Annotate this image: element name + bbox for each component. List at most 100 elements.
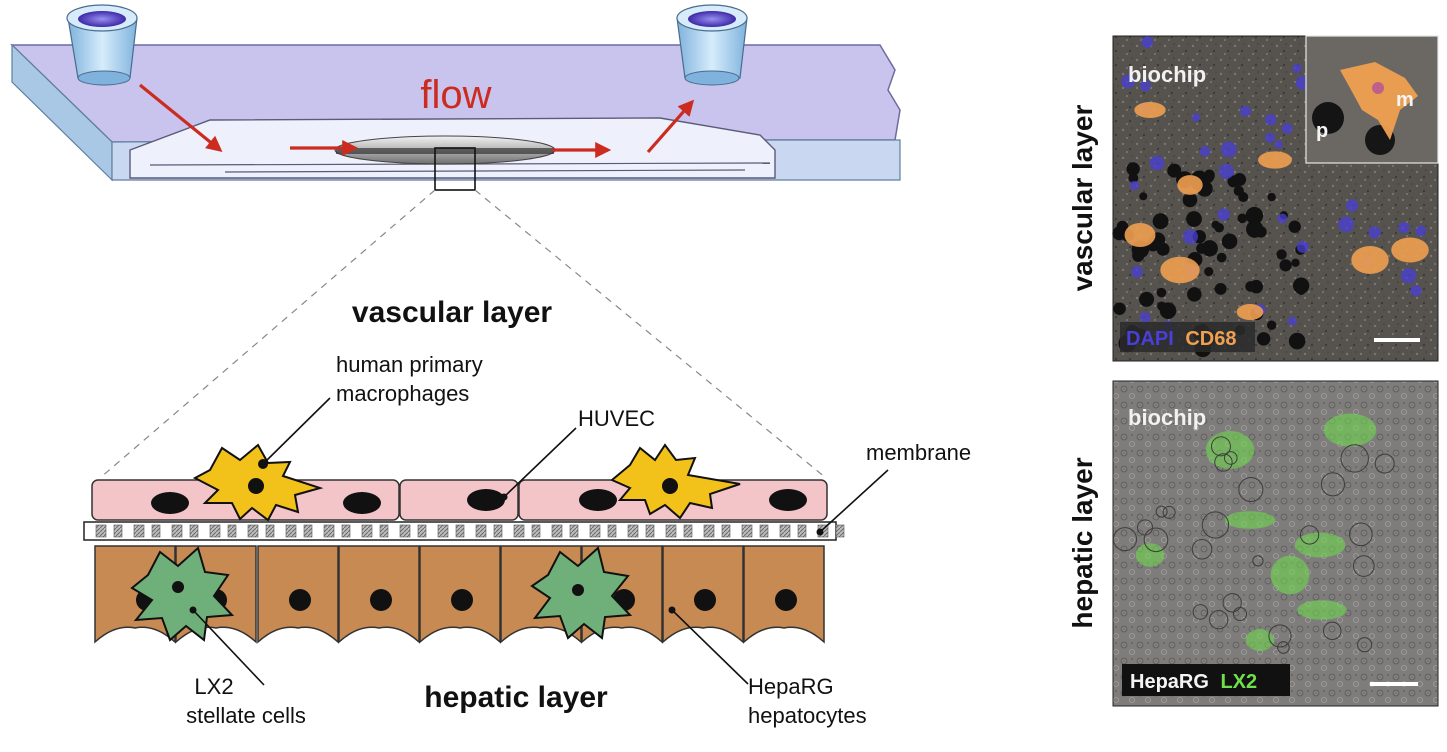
membrane-pore [341,524,351,538]
stain-cd68: CD68 [1185,328,1236,350]
pore-spot [1291,258,1300,267]
dapi-nucleus [1281,123,1293,134]
membrane-strip [83,521,845,541]
vascular-micrograph: m p biochip DAPI CD68 [1112,35,1439,362]
pore-spot [1152,213,1169,230]
membrane-pore [209,524,221,538]
dapi-nucleus [1191,113,1201,122]
cell-outline [1222,593,1242,613]
pore-spot [1279,259,1292,272]
membrane-pore [779,524,791,538]
cell-outline [1201,511,1230,539]
outlet-reservoir [676,4,748,86]
hepatocyte-nucleus [289,589,311,611]
stain-dapi: DAPI [1126,328,1174,350]
hepatocyte-nucleus [775,589,797,611]
lx2-stain [1135,543,1165,567]
hepatic-stain-legend-bg [1122,664,1290,696]
cell-outline [1223,451,1238,465]
membrane-pore [607,524,617,538]
pore-spot [1132,249,1145,262]
lx2-stain [1294,532,1346,558]
vascular-cell-spots [1112,36,1429,358]
membrane-pore [361,524,373,538]
membrane-pore [475,524,487,538]
pore-spot [1256,332,1271,346]
pore-spot [1139,192,1148,201]
dapi-nucleus [1131,266,1143,278]
huvec-label: HUVEC [578,406,655,431]
cell-outline [1155,505,1168,518]
membrane-pore [189,524,199,538]
dapi-nucleus [1265,114,1277,126]
annotation-leader-lines [192,397,889,686]
dapi-nucleus [1292,63,1302,74]
huvec-nucleus [343,492,381,514]
membrane-pore [721,524,731,538]
cell-outline [1211,436,1231,457]
membrane-pore [531,524,541,538]
cell-outline [1191,538,1213,560]
hepatic-layer-title: hepatic layer [424,681,608,714]
dapi-nucleus [1274,140,1283,149]
lx2-label-line2: stellate cells [186,703,306,728]
dapi-nucleus [1287,316,1297,326]
cell-outline [1162,505,1176,519]
membrane-pore [95,524,107,538]
pore-spot [1237,213,1248,224]
membrane-pore [227,524,237,538]
pore-spot [1126,162,1140,176]
cell-outline [1238,476,1264,502]
cell-outline [1277,641,1290,654]
pore-spot [1182,192,1198,208]
dapi-nucleus [1149,155,1165,171]
membrane-pore [627,524,639,538]
membrane-pore [133,524,145,538]
vascular-stain-legend: DAPI CD68 [1126,328,1237,350]
macrophage-stain [1258,151,1292,169]
dapi-nucleus [1296,240,1309,253]
pore-spot [1245,281,1256,292]
membrane-pore [741,524,753,538]
macrophages-label-line2: macrophages [336,381,469,406]
dapi-nucleus [1265,132,1276,143]
cell-outline [1352,555,1375,577]
dapi-nucleus [1398,222,1410,234]
flow-label: flow [420,73,491,117]
macrophages-label-line1: human primary [336,352,483,377]
pore-spot [1196,243,1207,254]
membrane-pore [285,524,297,538]
membrane-pore [437,524,449,538]
pore-spot [1288,220,1301,233]
pore-spot [1216,252,1227,263]
membrane-pore [797,524,807,538]
hepatic-biochip-label: biochip [1128,405,1206,430]
dapi-nucleus [1129,180,1140,191]
pore-spot [1296,285,1307,295]
dapi-nucleus [1139,311,1151,323]
dapi-nucleus [1220,141,1237,158]
dapi-nucleus [1277,213,1288,224]
lx2-stain [1323,413,1377,447]
cell-outline [1136,519,1154,536]
pore-spot [1128,173,1139,183]
heparg-label-line2: hepatocytes [748,703,867,728]
membrane-pore [303,524,313,538]
dapi-nucleus [1199,146,1211,157]
hepatocyte-nucleus [370,589,392,611]
cell-outline [1320,472,1345,497]
membrane-pore [151,524,161,538]
pore-spot [1276,249,1287,260]
macrophage-stain [1391,237,1429,263]
huvec-nucleus [769,489,807,511]
dapi-nucleus [1217,208,1230,221]
dapi-nucleus [1400,268,1417,284]
hepatocyte-nucleus [451,589,473,611]
dapi-nucleus [1141,36,1154,48]
huvec-nucleus [151,492,189,514]
pore-spot [1167,163,1182,178]
cell-outline [1323,621,1342,641]
cell-outline [1214,453,1233,472]
stain-lx2: LX2 [1220,671,1257,693]
dapi-nucleus [1182,229,1198,245]
